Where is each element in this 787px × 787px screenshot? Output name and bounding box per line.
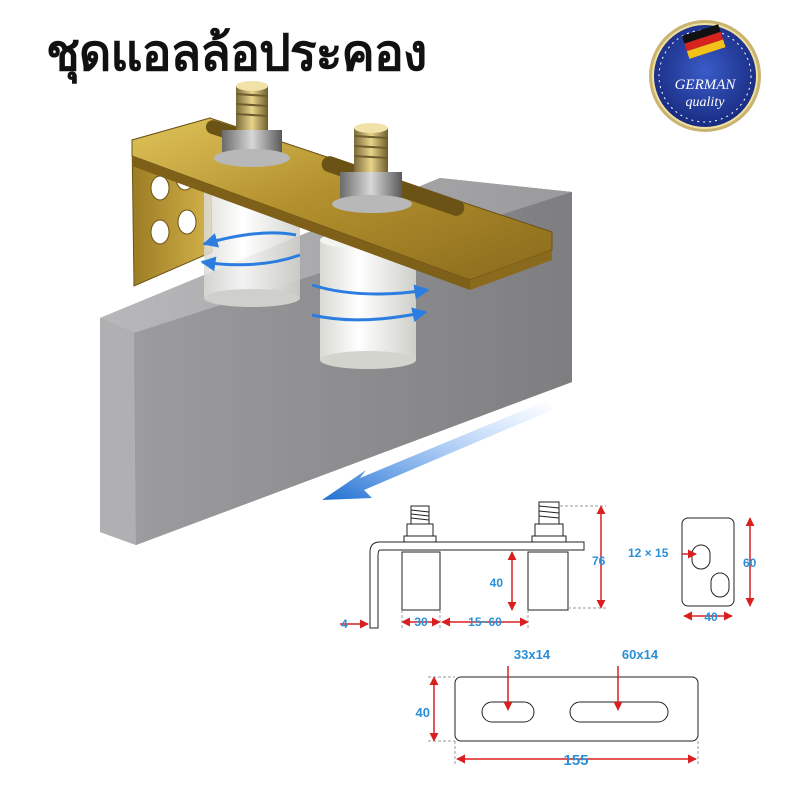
badge-line2: quality <box>686 95 726 110</box>
dim-roller-height: 40 <box>490 576 504 590</box>
rotation-arrows <box>200 231 430 323</box>
bolt-back <box>214 81 290 167</box>
bolt-front <box>332 123 412 213</box>
dim-plate-height: 40 <box>416 705 430 720</box>
badge-line1: GERMAN <box>675 77 737 93</box>
dim-end-width: 40 <box>704 610 718 624</box>
side-view-diagram <box>340 501 606 630</box>
dim-slot-right: 60x14 <box>622 647 659 662</box>
dim-hole: 12 × 15 <box>628 546 669 560</box>
product-title: ชุดแอลล้อประคอง <box>46 24 427 82</box>
german-quality-badge: GERMAN quality <box>649 20 761 132</box>
dim-end-height: 60 <box>743 556 757 570</box>
flag-icon <box>682 24 726 59</box>
dim-plate-thickness: 4 <box>341 617 348 631</box>
movement-arrow <box>322 400 552 500</box>
end-view-diagram <box>681 517 755 621</box>
plate-view-diagram <box>428 666 699 765</box>
dim-height-total: 76 <box>592 554 606 568</box>
dim-roller-width: 30 <box>414 615 428 629</box>
dim-slot-left: 33x14 <box>514 647 551 662</box>
dim-roller-gap: 15~60 <box>468 615 502 629</box>
dim-plate-length: 155 <box>563 752 588 769</box>
